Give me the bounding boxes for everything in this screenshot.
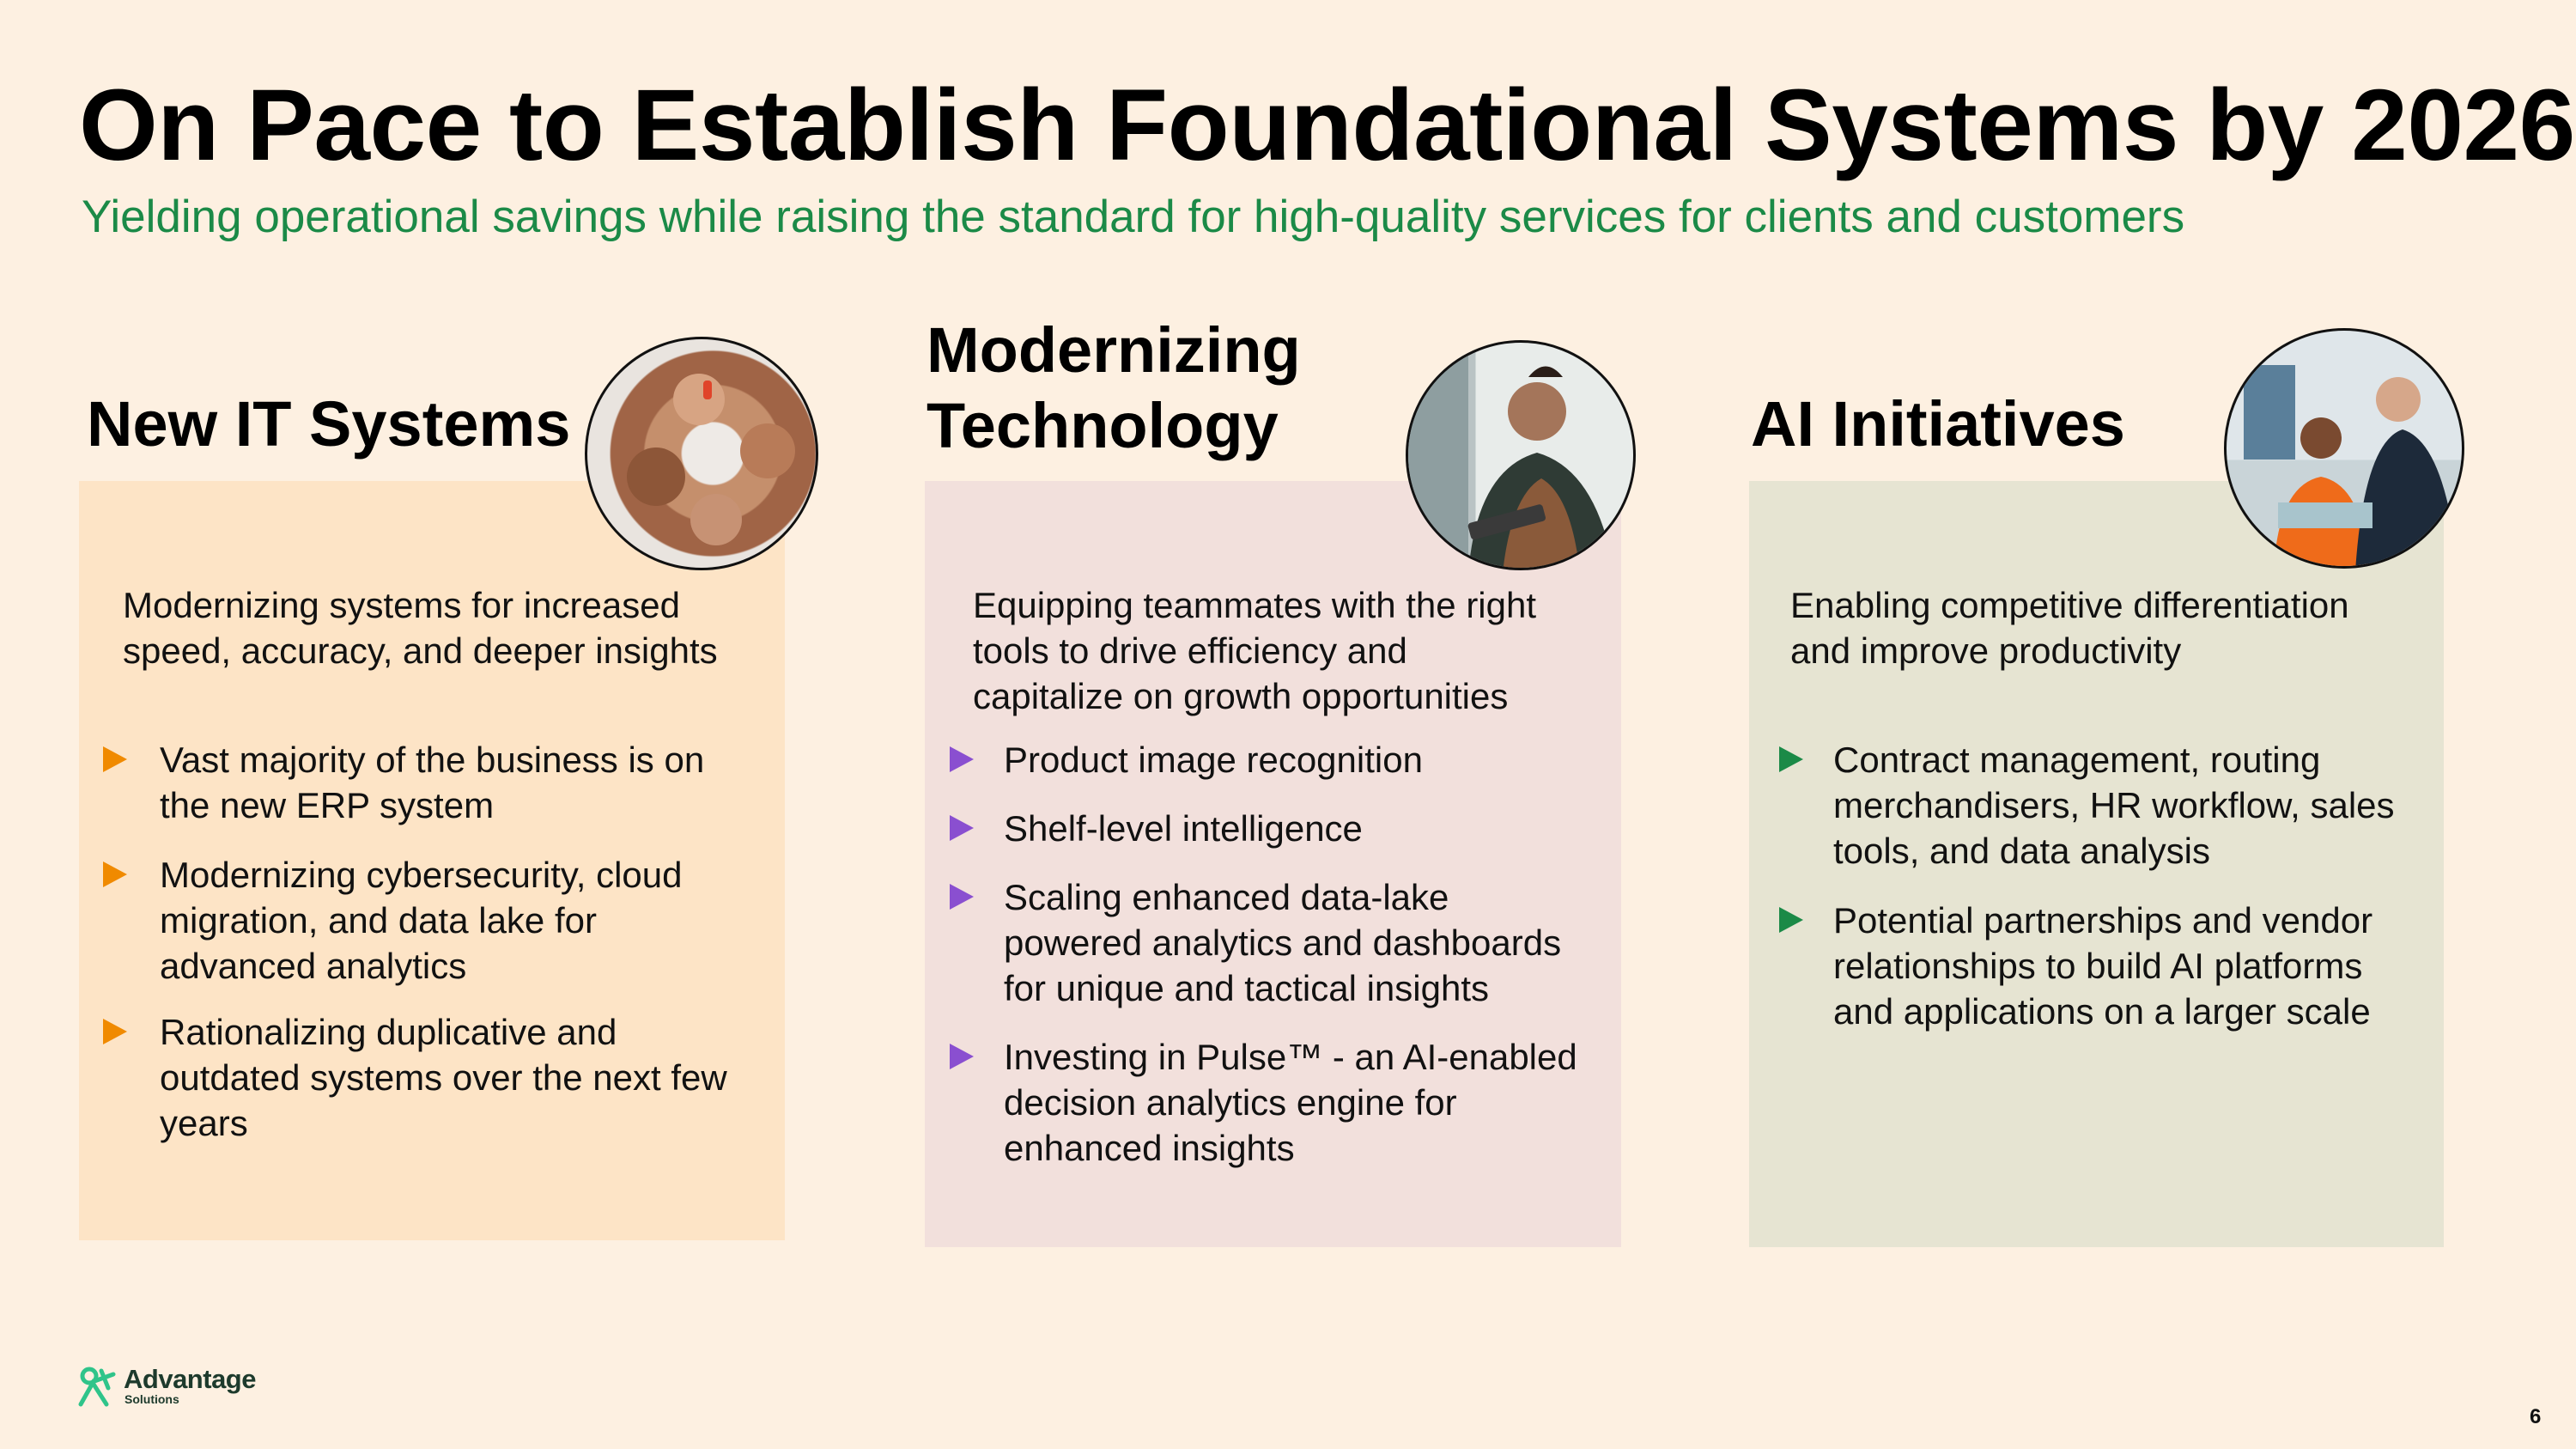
modernizing-technology-panel — [925, 481, 1621, 1247]
page-subtitle: Yielding operational savings while raisi… — [82, 192, 2185, 242]
bullet-arrow-icon — [103, 746, 127, 772]
bullet-item: Investing in Pulse™ - an AI-enabled deci… — [1004, 1034, 1577, 1171]
bullet-line: Shelf-level intelligence — [1004, 808, 1363, 849]
heading-line: New IT Systems — [87, 388, 571, 460]
bullet-line: outdated systems over the next few — [160, 1057, 727, 1098]
bullet-arrow-icon — [950, 815, 974, 841]
ai-initiatives-intro: Enabling competitive differentiation and… — [1790, 582, 2349, 673]
bullet-arrow-icon — [103, 861, 127, 887]
bullet-item: Shelf-level intelligence — [1004, 806, 1363, 851]
bullet-item: Rationalizing duplicative and outdated s… — [160, 1009, 727, 1146]
bullet-arrow-icon — [1779, 907, 1803, 933]
heading-line: AI Initiatives — [1751, 388, 2125, 460]
page-title: On Pace to Establish Foundational System… — [79, 69, 2575, 182]
bullet-item: Vast majority of the business is on the … — [160, 737, 704, 828]
bullet-arrow-icon — [950, 1044, 974, 1069]
bullet-line: Potential partnerships and vendor — [1833, 900, 2373, 941]
bullet-arrow-icon — [1779, 746, 1803, 772]
bullet-line: merchandisers, HR workflow, sales — [1833, 785, 2395, 825]
bullet-line: powered analytics and dashboards — [1004, 922, 1562, 963]
advantage-solutions-logo: Advantage Solutions — [77, 1364, 275, 1409]
intro-line: speed, accuracy, and deeper insights — [123, 630, 718, 671]
intro-line: Enabling competitive differentiation — [1790, 585, 2349, 625]
intro-line: and improve productivity — [1790, 630, 2182, 671]
bullet-arrow-icon — [103, 1019, 127, 1044]
bullet-line: Investing in Pulse™ - an AI-enabled — [1004, 1037, 1577, 1077]
modernizing-technology-intro: Equipping teammates with the right tools… — [973, 582, 1536, 719]
bullet-line: Scaling enhanced data-lake — [1004, 877, 1449, 917]
bullet-line: decision analytics engine for — [1004, 1082, 1457, 1123]
logo-sub: Solutions — [125, 1392, 179, 1406]
advantage-logo-icon — [78, 1367, 116, 1407]
intro-line: Equipping teammates with the right — [973, 585, 1537, 625]
worker-with-tablet-circle-photo-icon — [1406, 340, 1636, 570]
intro-line: tools to drive efficiency and — [973, 630, 1407, 671]
bullet-line: Product image recognition — [1004, 740, 1423, 780]
bullet-line: Rationalizing duplicative and — [160, 1012, 617, 1052]
bullet-arrow-icon — [950, 746, 974, 772]
bullet-item: Modernizing cybersecurity, cloud migrati… — [160, 852, 683, 989]
page-number: 6 — [2530, 1405, 2542, 1428]
bullet-line: tools, and data analysis — [1833, 831, 2210, 871]
bullet-line: enhanced insights — [1004, 1128, 1295, 1168]
new-it-systems-panel — [79, 481, 785, 1240]
bullet-item: Potential partnerships and vendor relati… — [1833, 898, 2372, 1034]
bullet-line: relationships to build AI platforms — [1833, 946, 2363, 986]
bullet-line: the new ERP system — [160, 785, 495, 825]
bullet-line: migration, and data lake for — [160, 900, 597, 941]
bullet-item: Product image recognition — [1004, 737, 1423, 782]
logo-name: Advantage — [124, 1364, 256, 1394]
hands-fist-circle-photo-icon — [585, 337, 818, 570]
intro-line: capitalize on growth opportunities — [973, 676, 1509, 716]
heading-line: Technology — [927, 390, 1279, 461]
colleagues-at-laptop-circle-photo-icon — [2224, 328, 2464, 569]
ai-initiatives-panel — [1749, 481, 2444, 1247]
heading-line: Modernizing — [927, 314, 1301, 386]
bullet-arrow-icon — [950, 884, 974, 910]
bullet-line: years — [160, 1103, 248, 1143]
bullet-item: Contract management, routing merchandise… — [1833, 737, 2395, 874]
bullet-line: for unique and tactical insights — [1004, 968, 1490, 1008]
bullet-line: advanced analytics — [160, 946, 467, 986]
bullet-line: Vast majority of the business is on — [160, 740, 705, 780]
bullet-line: Modernizing cybersecurity, cloud — [160, 855, 683, 895]
new-it-systems-heading: New IT Systems — [87, 387, 570, 462]
bullet-line: and applications on a larger scale — [1833, 991, 2371, 1032]
bullet-line: Contract management, routing — [1833, 740, 2321, 780]
bullet-item: Scaling enhanced data-lake powered analy… — [1004, 874, 1561, 1011]
intro-line: Modernizing systems for increased — [123, 585, 680, 625]
ai-initiatives-heading: AI Initiatives — [1751, 387, 2125, 462]
new-it-systems-intro: Modernizing systems for increased speed,… — [123, 582, 718, 673]
modernizing-technology-heading: Modernizing Technology — [927, 313, 1301, 464]
